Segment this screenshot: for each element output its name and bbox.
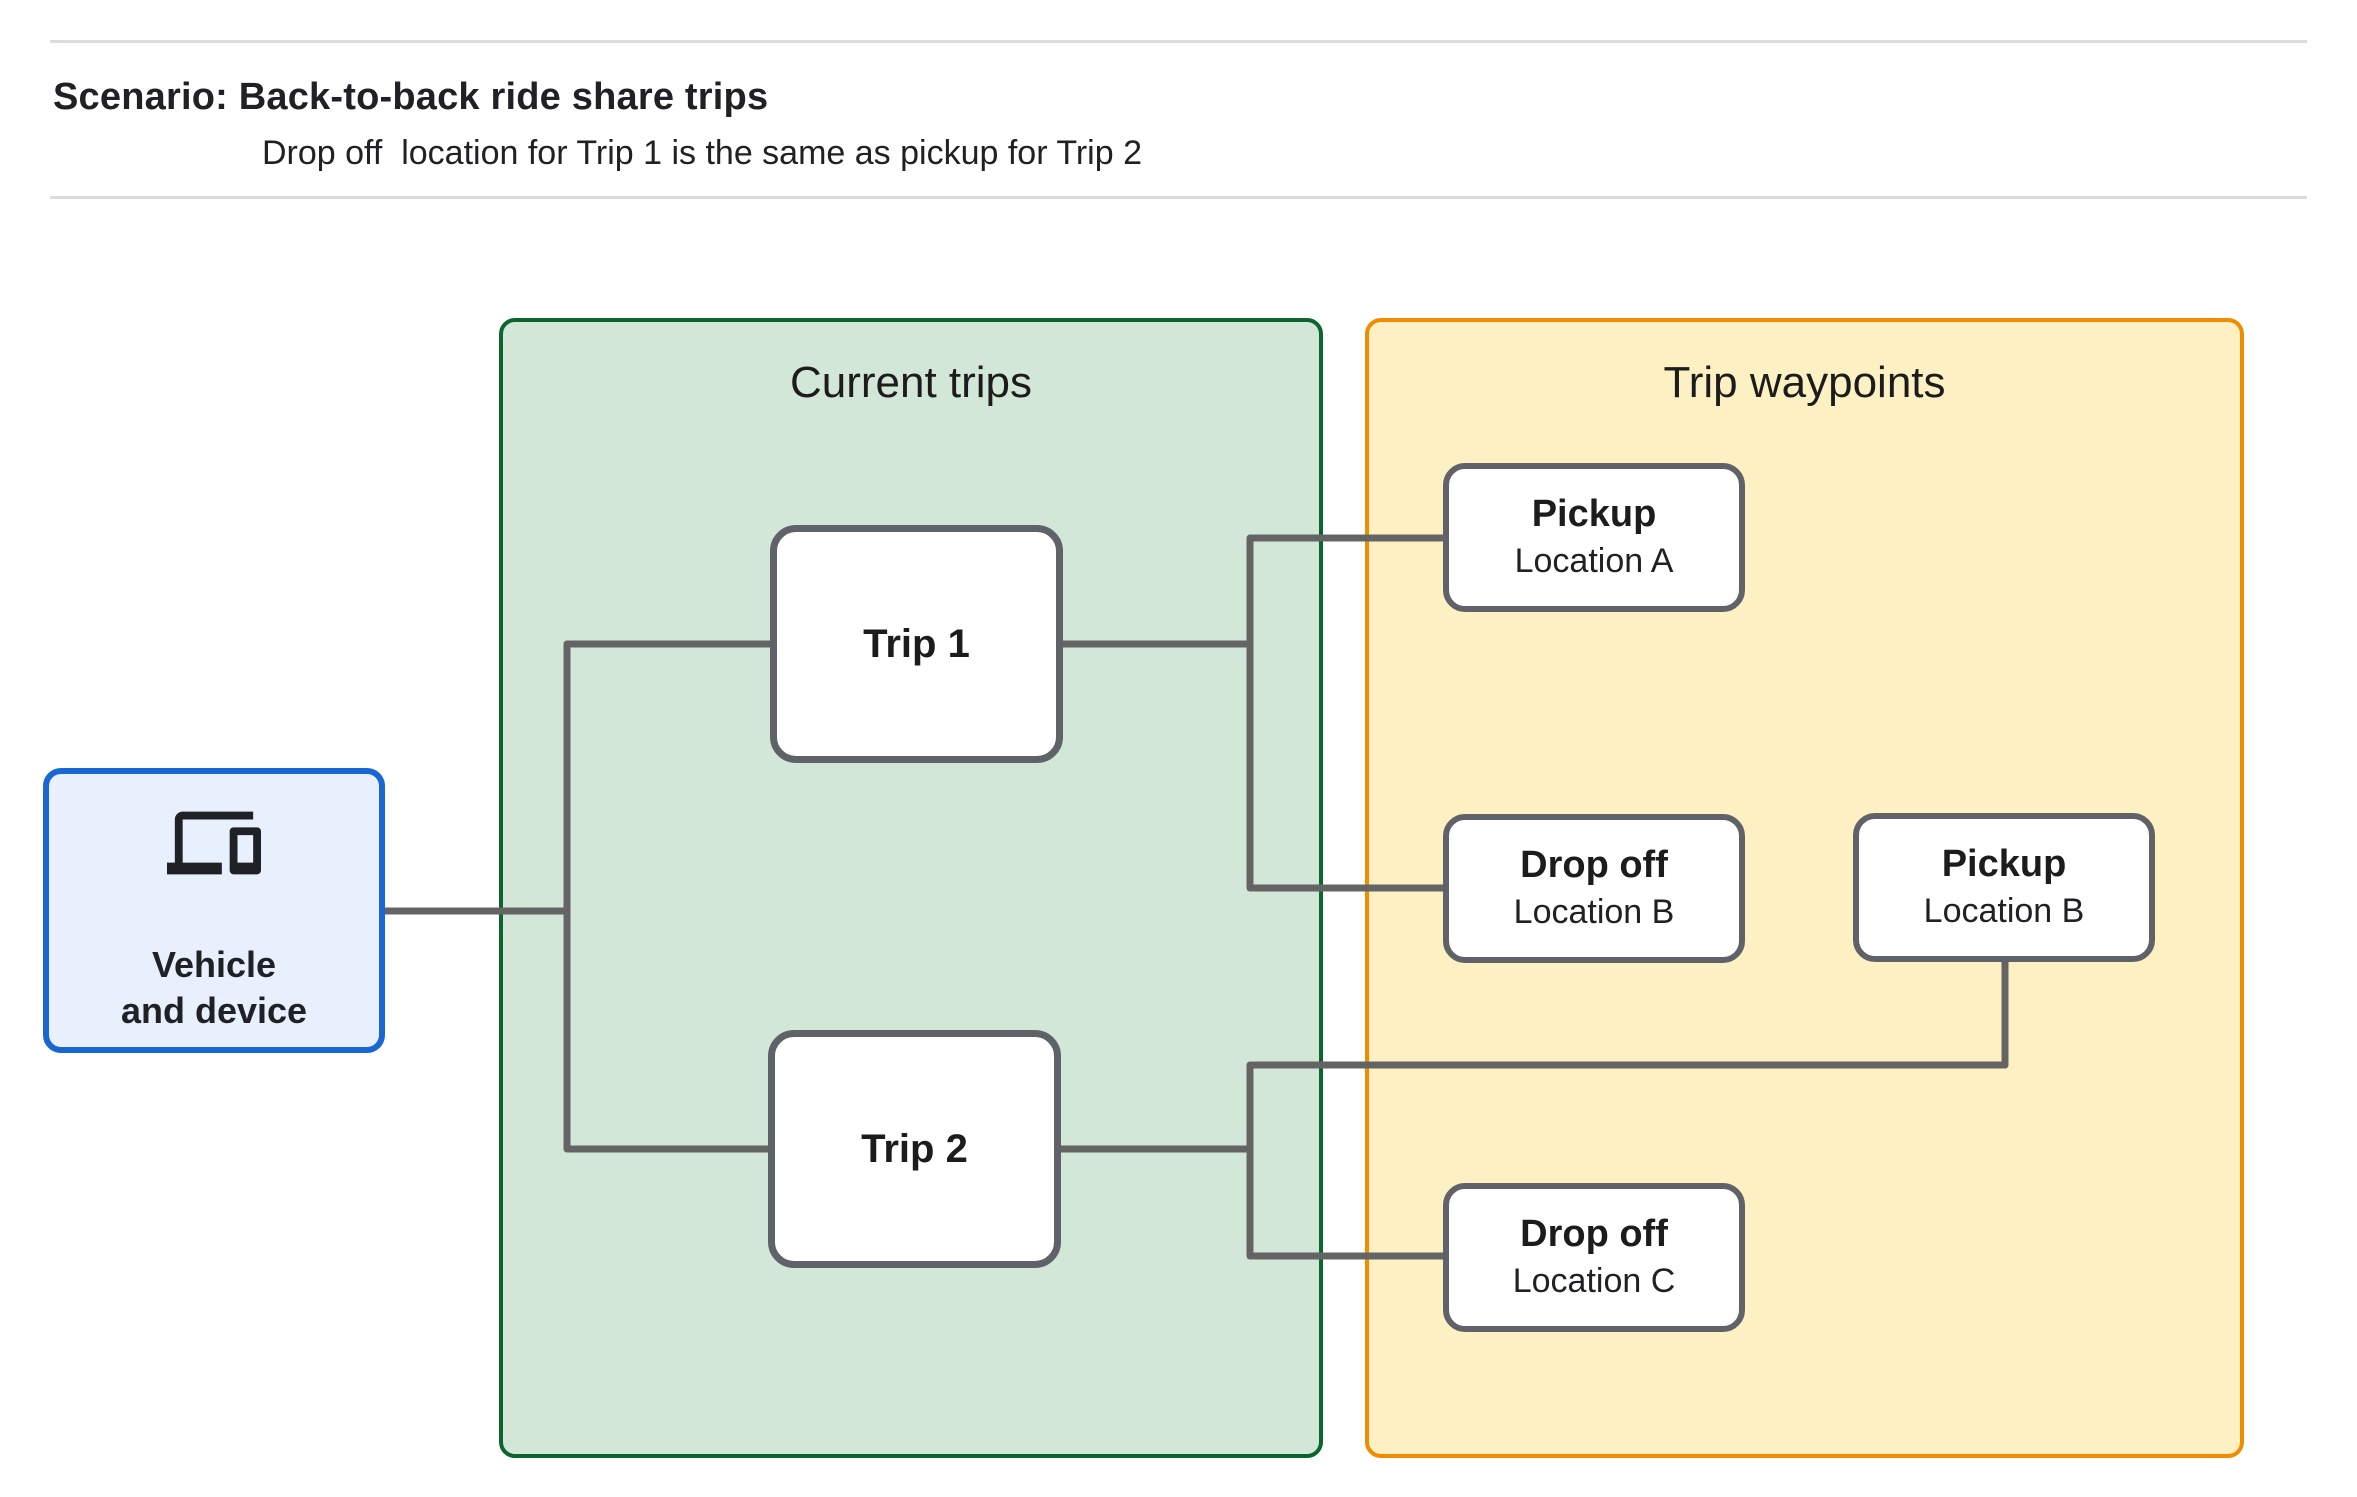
connector-fork-to-trips xyxy=(563,640,779,1153)
waypoint-pickup-location-a: Pickup Location A xyxy=(1443,463,1745,612)
connector-trip2-to-waypoints xyxy=(1246,954,2009,1260)
header-divider xyxy=(50,196,2307,199)
pickup-a-location: Location A xyxy=(1514,541,1674,580)
vehicle-node-label: Vehicle and device xyxy=(121,942,307,1034)
dropoff-b-title: Drop off xyxy=(1520,844,1668,887)
dropoff-c-location: Location C xyxy=(1512,1261,1676,1300)
waypoint-dropoff-location-b: Drop off Location B xyxy=(1443,814,1745,963)
connector-trip1-to-waypoints xyxy=(1246,534,1452,892)
pickup-b-title: Pickup xyxy=(1941,843,2067,886)
pickup-a-title: Pickup xyxy=(1531,493,1657,536)
dropoff-c-title: Drop off xyxy=(1520,1213,1668,1256)
vehicle-node: Vehicle and device xyxy=(43,768,385,1053)
scenario-subtitle: Drop off location for Trip 1 is the same… xyxy=(262,134,1142,172)
scenario-title: Scenario: Back-to-back ride share trips xyxy=(53,76,769,118)
panel-current-trips: Current trips xyxy=(499,318,1323,1458)
trip1-node: Trip 1 xyxy=(770,525,1063,763)
trip-waypoints-title: Trip waypoints xyxy=(1663,358,1946,407)
waypoint-pickup-location-b: Pickup Location B xyxy=(1853,813,2155,962)
dropoff-b-location: Location B xyxy=(1513,892,1675,931)
current-trips-title: Current trips xyxy=(789,358,1033,407)
vehicle-label-line1: Vehicle xyxy=(151,944,277,985)
waypoint-dropoff-location-c: Drop off Location C xyxy=(1443,1183,1745,1332)
trip2-label: Trip 2 xyxy=(861,1126,968,1171)
top-divider xyxy=(50,40,2307,43)
devices-icon xyxy=(167,811,261,875)
trip1-label: Trip 1 xyxy=(863,621,970,666)
vehicle-label-line2: and device xyxy=(120,990,308,1032)
trip2-node: Trip 2 xyxy=(768,1030,1061,1268)
pickup-b-location: Location B xyxy=(1923,891,2085,930)
